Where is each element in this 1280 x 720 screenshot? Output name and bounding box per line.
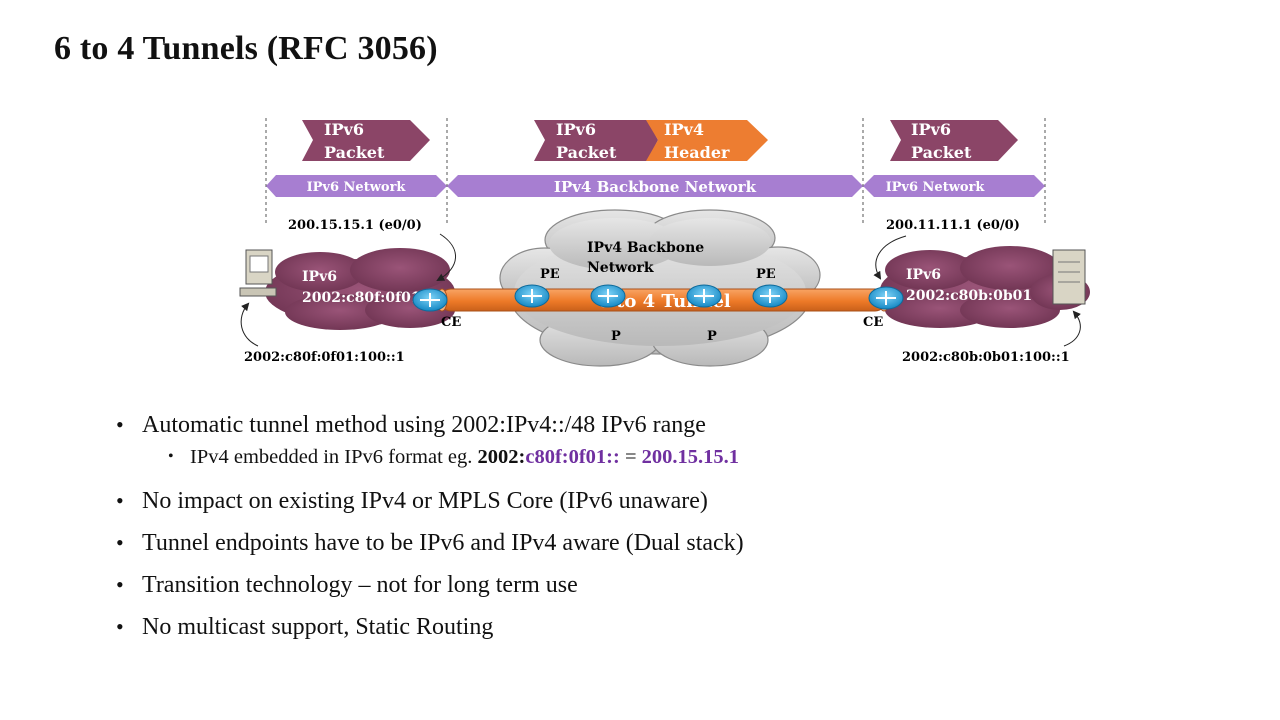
router-pe-right-icon [752,284,788,308]
bullet-list: Automatic tunnel method using 2002:IPv4:… [116,408,744,652]
backbone-label-line2: Network [587,260,654,276]
packet-middle-line1: IPv6 [556,120,596,139]
bullet-item: Tunnel endpoints have to be IPv6 and IPv… [116,526,744,568]
sub-bullet-prefix: IPv4 embedded in IPv6 format eg. [190,446,478,468]
router-pe-left-icon [514,284,550,308]
packet-left-line2: Packet [324,143,385,162]
bullet-item: Automatic tunnel method using 2002:IPv4:… [116,408,744,450]
pe-left-label: PE [540,267,560,282]
packet-right-line1: IPv6 [911,120,951,139]
router-p-right-icon [686,284,722,308]
backbone-label-line1: IPv4 Backbone [587,240,704,256]
ipv4-header-line2: Header [664,143,730,162]
pe-right-label: PE [756,267,776,282]
right-ce-ip-label: 200.11.11.1 (e0/0) [886,218,1020,233]
router-ce-left-icon [412,288,448,312]
embedded-ipv4-dotted: 200.15.15.1 [641,446,740,468]
bullet-item: No impact on existing IPv4 or MPLS Core … [116,484,744,526]
ce-right-label: CE [863,315,883,330]
left-cloud-prefix: 2002:c80f:0f01 [302,290,421,306]
ipv4-header-line1: IPv4 [664,120,704,139]
tunnel: 6 to 4 Tunnel [436,288,890,312]
network-label-right: IPv6 Network [886,180,986,195]
arrow-right-host [1063,310,1081,347]
prefix-2002: 2002: [477,446,526,468]
network-band-left: IPv6 Network [266,175,447,197]
boundary-lines [265,118,1046,226]
network-label-left: IPv6 Network [307,180,407,195]
packet-right: IPv6 Packet [890,120,1018,162]
network-diagram: IPv6 Packet IPv6 Packet IPv4 Header IPv6… [239,118,1090,367]
packet-left: IPv6 Packet [302,120,430,162]
packet-middle-line2: Packet [556,143,617,162]
left-cloud-line1: IPv6 [302,269,337,285]
embedded-ipv4-hex: c80f:0f01:: [525,446,620,468]
right-cloud-line1: IPv6 [906,267,941,283]
left-ipv6-cloud [265,248,455,330]
pointer-arrows [240,233,1081,347]
bullet-item: No multicast support, Static Routing [116,610,744,652]
p-left-label: P [611,329,621,344]
left-host-computer-icon [239,249,277,297]
left-host-ip: 2002:c80f:0f01:100::1 [244,350,405,365]
p-right-label: P [707,329,717,344]
right-cloud-prefix: 2002:c80b:0b01 [906,288,1032,304]
right-host-ip: 2002:c80b:0b01:100::1 [902,350,1070,365]
sub-bullet-item: IPv4 embedded in IPv6 format eg. 2002:c8… [116,444,744,484]
packet-right-line2: Packet [911,143,972,162]
router-p-left-icon [590,284,626,308]
network-label-middle: IPv4 Backbone Network [554,178,757,196]
slide-title: 6 to 4 Tunnels (RFC 3056) [54,30,438,67]
arrow-left-ce [436,233,456,281]
bullet-item: Transition technology – not for long ter… [116,568,744,610]
left-ce-ip-label: 200.15.15.1 (e0/0) [288,218,422,233]
network-band-middle: IPv4 Backbone Network [447,175,863,197]
packet-left-line1: IPv6 [324,120,364,139]
ce-left-label: CE [441,315,461,330]
router-ce-right-icon [868,286,904,310]
arrow-left-host [240,302,259,347]
equals-sign: = [619,446,642,468]
packet-middle: IPv6 Packet IPv4 Header [534,120,768,162]
arrow-right-ce [873,235,907,280]
network-band-right: IPv6 Network [863,175,1045,197]
right-host-server-icon [1052,249,1086,305]
